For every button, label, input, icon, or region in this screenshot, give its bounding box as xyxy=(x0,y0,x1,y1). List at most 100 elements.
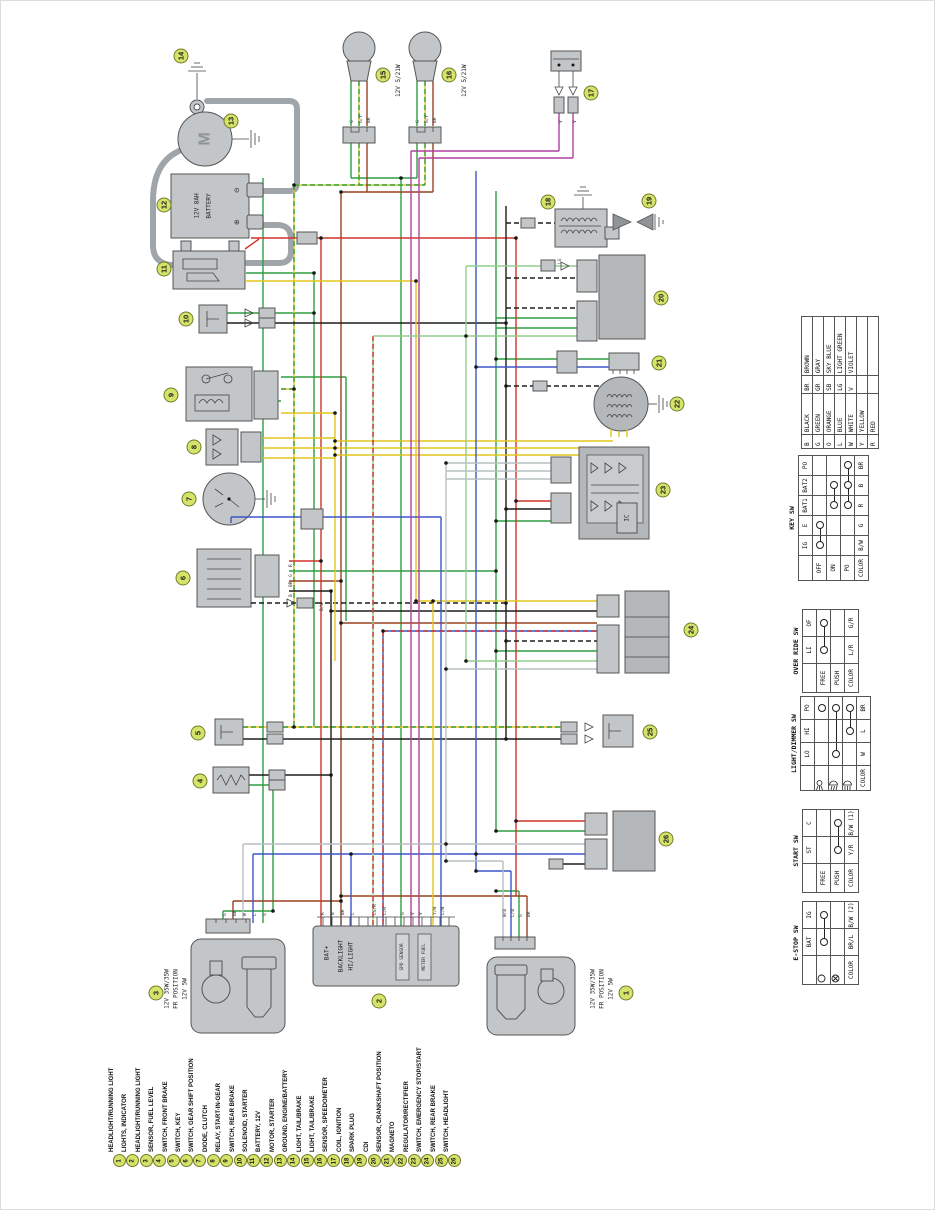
legend-number-badge: 21 xyxy=(381,1154,394,1167)
svg-text:G: G xyxy=(349,120,355,123)
legend-number-badge: 22 xyxy=(394,1154,408,1167)
legend-number-badge: 7 xyxy=(193,1154,207,1167)
svg-text:BR: BR xyxy=(432,117,438,123)
contact-cell xyxy=(828,742,843,766)
gear-shift-position-switch xyxy=(202,472,325,530)
color-name-cell xyxy=(867,316,879,376)
headlight-3-label-1: 12V 35W/35W xyxy=(164,969,171,1009)
color-name-cell: WHITE xyxy=(845,393,857,435)
contact-cell xyxy=(828,719,843,743)
color-row-label: COLOR xyxy=(844,955,859,985)
legend-item-label: SWITCH, FRONT BRAKE xyxy=(162,1081,169,1152)
corner-cell xyxy=(802,863,817,893)
svg-text:8: 8 xyxy=(190,445,199,449)
legend-number-badge: 2 xyxy=(126,1154,140,1167)
svg-text:14: 14 xyxy=(177,51,186,60)
svg-text:2: 2 xyxy=(375,999,384,1003)
contact-cell xyxy=(814,742,829,766)
legend-item-label: LIGHTS, INDICATOR xyxy=(122,1093,129,1152)
meter-fuel-label: METER FUEL xyxy=(421,943,427,970)
legend-number-badge: 3 xyxy=(139,1154,153,1167)
row-label xyxy=(814,765,829,791)
column-header: BAT1 xyxy=(798,495,813,516)
wires-yellow xyxy=(246,280,613,926)
row-label: ON xyxy=(826,555,841,581)
starter-solenoid xyxy=(172,240,246,290)
legend-item: SWITCH, FRONT BRAKE 5 xyxy=(163,1047,180,1167)
wires-black xyxy=(243,206,599,926)
crankshaft-position-sensor xyxy=(556,350,640,374)
ic-label: IC xyxy=(624,514,631,522)
legend-item-label: REGULATOR/RECTIFIER xyxy=(403,1081,410,1152)
legend-number-badge: 20 xyxy=(367,1154,381,1167)
svg-text:L/B: L/B xyxy=(510,909,516,917)
headlight-1-label-2: FR POSITION xyxy=(599,969,606,1009)
contact-cell xyxy=(812,515,827,536)
column-header: IG xyxy=(802,901,817,929)
wire-color-cell: G/R xyxy=(844,609,859,637)
svg-text:7: 7 xyxy=(185,497,194,501)
meter-bat-label: BAT+ xyxy=(324,945,331,960)
legend-item-label: SPARK PLUG xyxy=(350,1113,357,1152)
corner-cell xyxy=(802,955,817,985)
svg-text:26: 26 xyxy=(662,835,671,843)
svg-text:3: 3 xyxy=(152,991,161,995)
svg-text:17: 17 xyxy=(587,89,596,97)
front-brake-switch xyxy=(214,718,284,746)
contact-cell xyxy=(828,696,843,720)
legend-number-badge: 26 xyxy=(448,1154,461,1167)
wire-color-cell: B/W (2) xyxy=(844,901,859,929)
color-row-label: COLOR xyxy=(844,663,859,693)
battery-minus-icon: ⊖ xyxy=(233,187,241,193)
legend-number-badge: 18 xyxy=(340,1154,354,1167)
legend-item: LIGHTS, INDICATOR 2 xyxy=(122,1047,140,1167)
legend-number-badge: 1 xyxy=(113,1154,126,1167)
tail-light-15-label: 12V 5/21W xyxy=(395,64,402,97)
legend-item: SPARK PLUG 19 xyxy=(350,1047,368,1167)
contact-cell xyxy=(830,836,845,864)
column-header: C xyxy=(802,809,817,837)
meter-assembly: BAT+ BACKLIGHT HI/LIGHT SPD SENSOR METER… xyxy=(312,916,460,987)
column-header: PO xyxy=(800,696,815,720)
contact-cell xyxy=(816,928,831,956)
svg-text:BR: BR xyxy=(288,581,294,587)
color-code-cell: G xyxy=(812,434,824,449)
svg-text:12: 12 xyxy=(160,201,169,209)
legend-number-badge: 5 xyxy=(166,1154,180,1167)
svg-text:G: G xyxy=(400,912,406,915)
row-label xyxy=(816,955,831,985)
contact-cell xyxy=(830,928,845,956)
color-name-cell: GRAY xyxy=(812,316,824,376)
contact-cell xyxy=(840,535,855,556)
fuel-level-sensor xyxy=(212,766,286,794)
color-code-cell: BR xyxy=(801,375,813,394)
legend-number-badge: 4 xyxy=(153,1154,167,1167)
wire-color-labels: G G/Y BR G G/Y BR V V R B BR L LG/R L/R … xyxy=(222,115,578,917)
headlight-3-label-2: FR POSITION xyxy=(173,969,180,1009)
svg-text:LG: LG xyxy=(557,258,563,264)
junction-dots xyxy=(271,176,518,913)
contact-cell xyxy=(826,535,841,556)
wires-green xyxy=(222,81,597,941)
color-code-cell xyxy=(856,375,868,394)
contact-cell xyxy=(816,836,831,864)
row-label xyxy=(828,765,843,791)
start-in-gear-relay xyxy=(185,366,279,422)
color-row-label: COLOR xyxy=(844,863,859,893)
legend-item-label: SWITCH, HEADLIGHT xyxy=(444,1090,450,1152)
legend-item-label: HEADLIGHT/RUNNING LIGHT xyxy=(135,1067,142,1152)
legend-item-label: SENSOR, SPEEDOMETER xyxy=(323,1077,330,1152)
row-label: FREE xyxy=(816,863,831,893)
color-name-cell: GREEN xyxy=(812,393,824,435)
row-label xyxy=(842,765,857,791)
legend-number-badge: 19 xyxy=(354,1154,368,1167)
svg-text:V: V xyxy=(572,120,578,123)
